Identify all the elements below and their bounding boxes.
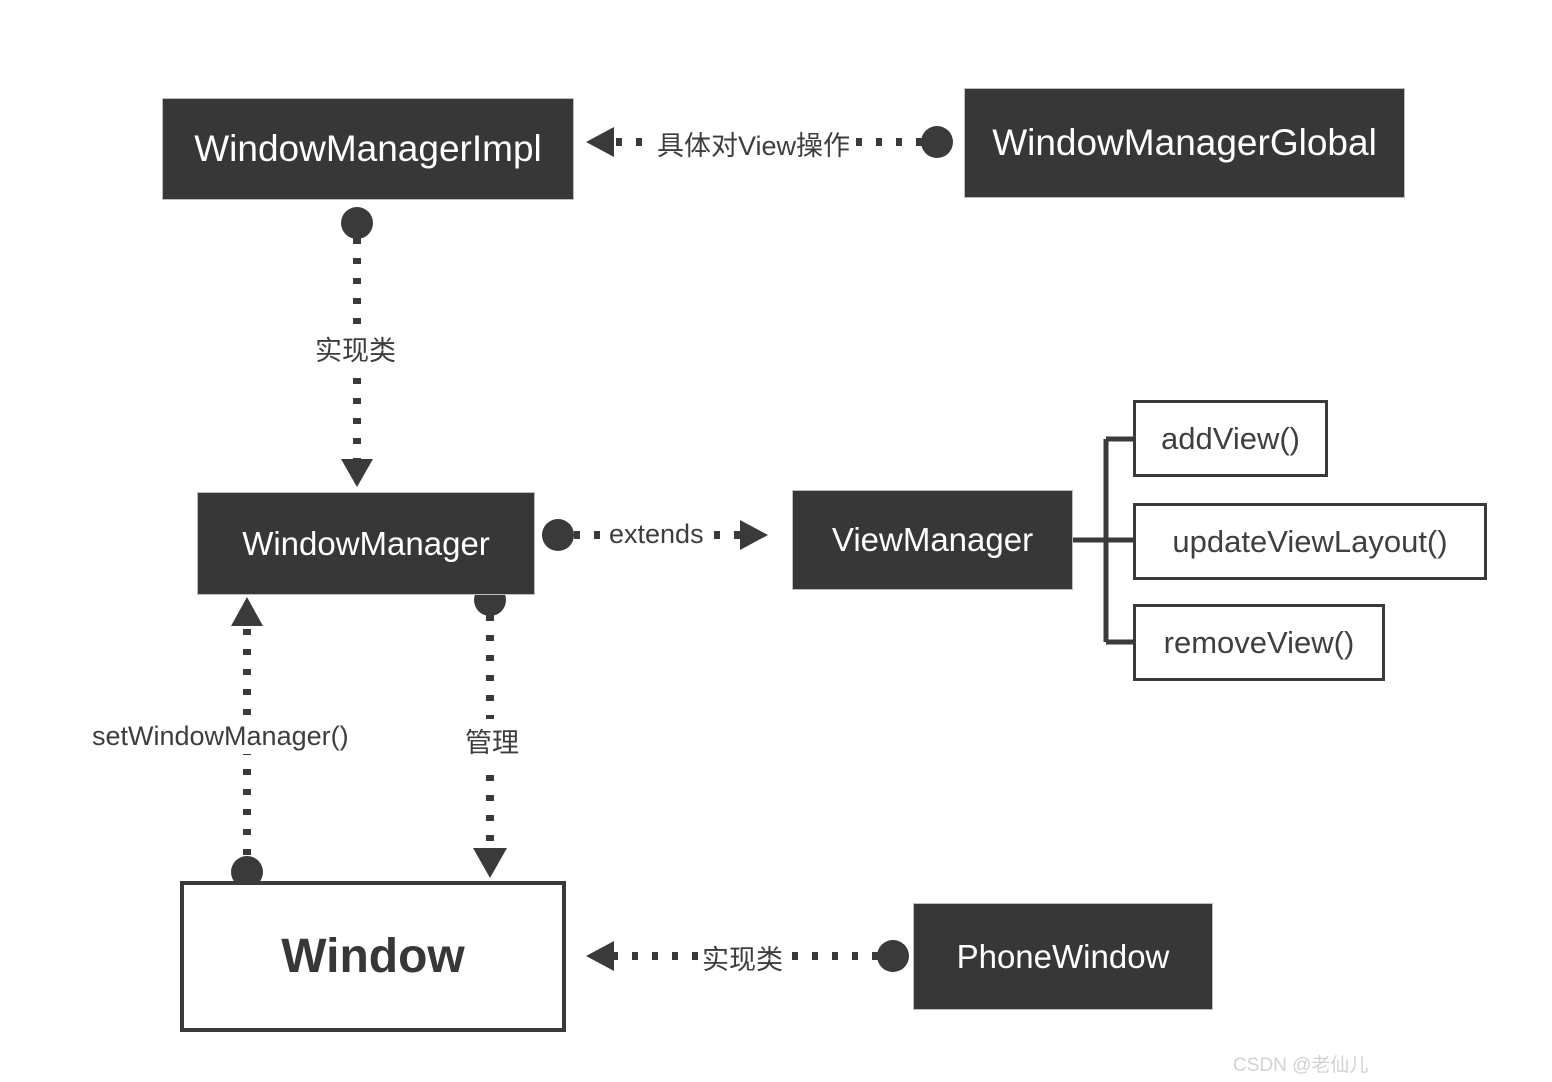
node-label: removeView() xyxy=(1163,624,1355,660)
node-phone-window[interactable]: PhoneWindow xyxy=(913,903,1213,1010)
edge-label-impl-to-wm: 实现类 xyxy=(311,327,400,370)
node-window-manager[interactable]: WindowManager xyxy=(197,492,535,595)
edge-label-window-to-wm: setWindowManager() xyxy=(88,719,353,754)
node-window-manager-impl[interactable]: WindowManagerImpl xyxy=(162,98,574,200)
edge-vm-to-methods xyxy=(1073,436,1133,645)
node-label: WindowManagerGlobal xyxy=(992,122,1377,163)
watermark: CSDN @老仙儿 xyxy=(1233,1055,1369,1076)
node-label: updateViewLayout() xyxy=(1172,523,1448,559)
arrowhead-wm-bottom xyxy=(231,597,263,626)
edge-label-global-to-impl: 具体对View操作 xyxy=(655,124,853,163)
node-add-view[interactable]: addView() xyxy=(1133,400,1328,477)
source-dot-phone xyxy=(877,940,909,972)
source-dot-global xyxy=(921,126,953,158)
edge-label-phone-to-window: 实现类 xyxy=(698,936,787,979)
arrowhead-vm xyxy=(740,520,768,550)
source-dot-impl xyxy=(341,207,373,239)
node-label: Window xyxy=(281,930,465,983)
node-window-manager-global[interactable]: WindowManagerGlobal xyxy=(964,88,1405,198)
node-label: PhoneWindow xyxy=(956,937,1170,975)
node-update-view-layout[interactable]: updateViewLayout() xyxy=(1133,503,1487,580)
arrowhead-window-top xyxy=(473,848,507,878)
arrowhead-wm-top xyxy=(341,459,373,487)
node-window[interactable]: Window xyxy=(180,881,566,1032)
edge-label-wm-to-vm: extends xyxy=(606,519,707,550)
arrowhead-impl xyxy=(586,127,614,157)
node-label: WindowManagerImpl xyxy=(194,128,542,169)
source-dot-wm xyxy=(542,519,574,551)
edge-label-wm-to-window: 管理 xyxy=(461,719,523,762)
node-label: ViewManager xyxy=(831,521,1034,558)
arrowhead-window-right xyxy=(586,941,614,971)
node-view-manager[interactable]: ViewManager xyxy=(792,490,1073,590)
node-label: WindowManager xyxy=(242,524,490,562)
node-remove-view[interactable]: removeView() xyxy=(1133,604,1385,681)
node-label: addView() xyxy=(1160,420,1300,456)
